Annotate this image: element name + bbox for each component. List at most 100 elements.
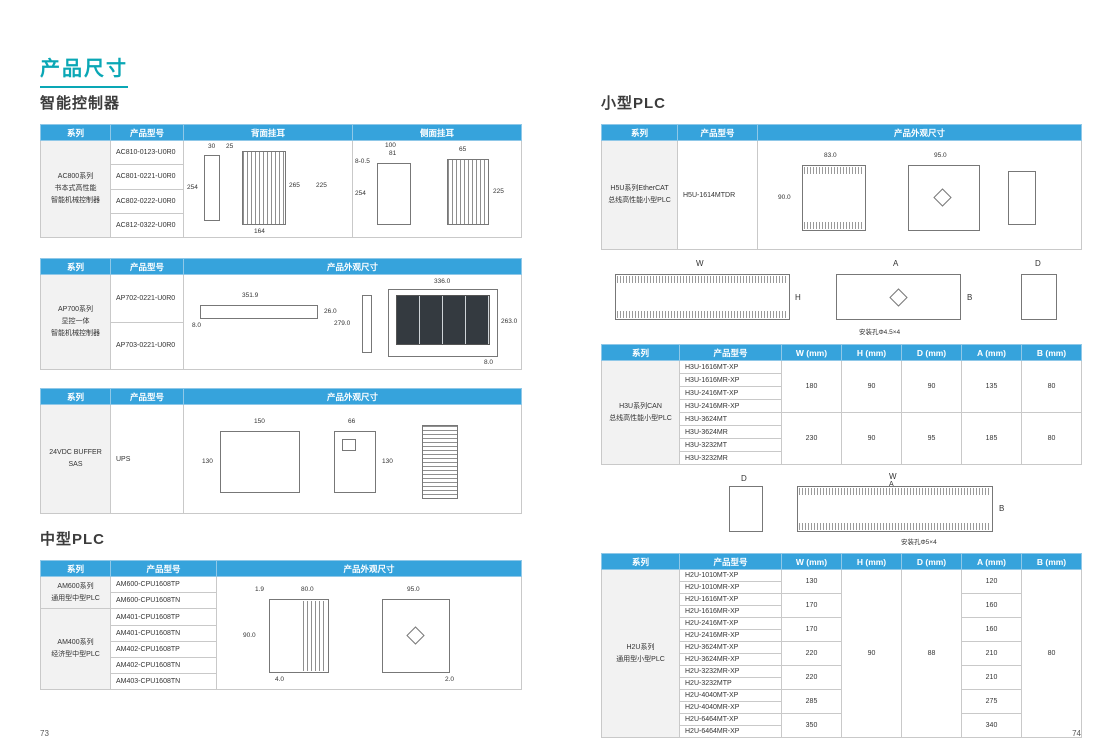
model-cell: H3U-1616MR-XP [679, 373, 782, 387]
header-model: 产品型号 [110, 560, 217, 577]
dim-value-cell: 170 [781, 617, 842, 642]
dimension-label: 65 [459, 146, 467, 153]
dim-value-cell: 90 [901, 360, 962, 413]
dimension-label: 254 [355, 190, 366, 197]
plc-end-outline [1021, 274, 1057, 320]
dimension-label: A [893, 259, 899, 268]
model-cell: H3U-3624MT [679, 412, 782, 426]
dimension-label: A [889, 481, 894, 488]
dim-value-cell: 160 [961, 617, 1022, 642]
model-cell: H2U-6464MR-XP [679, 725, 782, 738]
dimension-label: 26.0 [324, 308, 337, 315]
header-series: 系列 [40, 258, 111, 275]
dimension-label: 225 [493, 188, 504, 195]
header-series: 系列 [40, 560, 111, 577]
page-title: 产品尺寸 [40, 52, 128, 88]
model-cell: AM401-CPU1608TP [110, 608, 217, 626]
terminal-strip [804, 167, 864, 174]
model-cell: AC810-0123-U0R0 [110, 139, 184, 166]
am-drawing: 1.9 80.0 90.0 4.0 95.0 2.0 [217, 577, 521, 689]
header-appearance: 产品外观尺寸 [757, 124, 1082, 141]
dimension-label: D [741, 474, 747, 483]
dim-value-cell: 230 [781, 412, 842, 465]
header-b: B (mm) [1021, 344, 1082, 361]
series-cell: AM600系列 通用型中型PLC [40, 576, 111, 609]
dim-value-cell: 80 [1021, 412, 1082, 465]
dim-value-cell: 220 [781, 665, 842, 690]
header-a: A (mm) [961, 553, 1022, 570]
model-cell: H2U-3232MR-XP [679, 665, 782, 678]
terminal-strip [799, 523, 991, 530]
mounting-hole-note: 安装孔Φ5×4 [901, 539, 937, 546]
header-series: 系列 [601, 344, 680, 361]
header-a: A (mm) [961, 344, 1022, 361]
model-cell: H2U-4040MT-XP [679, 689, 782, 702]
ups-table: 系列 产品型号 产品外观尺寸 24VDC BUFFER SAS UPS 150 … [40, 388, 522, 514]
plc-front-outline [802, 165, 866, 231]
dimension-label: H [795, 293, 801, 302]
left-page-column: 智能控制器 系列 产品型号 背面挂耳 侧面挂耳 AC800系列 书本式高性能 智… [40, 92, 522, 690]
dim-value-cell: 220 [781, 641, 842, 666]
dim-value-cell: 90 [841, 360, 902, 413]
dimension-label: 66 [348, 418, 356, 425]
header-appearance: 产品外观尺寸 [183, 258, 522, 275]
header-d: D (mm) [901, 344, 962, 361]
series-cell: H2U系列 通用型小型PLC [601, 569, 680, 738]
dimension-label: 95.0 [934, 152, 947, 159]
model-cell: H2U-3232MTP [679, 677, 782, 690]
ups-vented-outline [422, 425, 458, 499]
h5u-drawing: 83.0 90.0 95.0 [758, 141, 1081, 249]
medium-plc-table: 系列 产品型号 产品外观尺寸 AM600系列 通用型中型PLC AM600-CP… [40, 560, 522, 690]
header-h: H (mm) [841, 344, 902, 361]
model-cell: H3U-3624MR [679, 425, 782, 439]
ap700-drawing: 351.9 26.0 8.0 279.0 336.0 263.0 8.0 [184, 275, 521, 369]
model-cell: AM402-CPU1608TP [110, 641, 217, 658]
header-model: 产品型号 [677, 124, 758, 141]
header-b: B (mm) [1021, 553, 1082, 570]
ups-connector [342, 439, 356, 451]
model-cell: AM401-CPU1608TN [110, 625, 217, 642]
dimension-label: 225 [316, 182, 327, 189]
header-appearance: 产品外观尺寸 [183, 388, 522, 405]
dimension-label: 81 [389, 150, 397, 157]
dimension-label: 25 [226, 143, 234, 150]
dimension-label: 164 [254, 228, 265, 235]
model-cell: AM600-CPU1608TN [110, 592, 217, 609]
model-cell: H2U-3624MR-XP [679, 653, 782, 666]
mount-bracket-outline [377, 163, 411, 225]
section-heading-small-plc: 小型PLC [601, 95, 667, 112]
h3u-table: 系列 产品型号 W (mm) H (mm) D (mm) A (mm) B (m… [601, 344, 1082, 465]
header-h: H (mm) [841, 553, 902, 570]
dim-value-cell: 130 [781, 569, 842, 594]
plc-mount-outline [836, 274, 961, 320]
header-appearance: 产品外观尺寸 [216, 560, 522, 577]
terminal-strip [804, 222, 864, 229]
model-cell: H2U-2416MT-XP [679, 617, 782, 630]
series-cell: AP700系列 显控一体 智能机械控制器 [40, 274, 111, 370]
dim-value-cell: 170 [781, 593, 842, 618]
dim-value-cell: 120 [961, 569, 1022, 594]
dim-value-cell: 95 [901, 412, 962, 465]
dimension-label: 130 [202, 458, 213, 465]
ups-front-outline [220, 431, 300, 493]
dim-value-cell: 350 [781, 713, 842, 738]
model-cell: AP703-0221-U0R0 [110, 321, 184, 370]
dim-value-cell: 80 [1021, 360, 1082, 413]
series-cell: AC800系列 书本式高性能 智能机械控制器 [40, 140, 111, 238]
dim-value-cell: 285 [781, 689, 842, 714]
dimension-label: 83.0 [824, 152, 837, 159]
model-cell: UPS [110, 404, 184, 514]
dimension-label: 8.0 [484, 359, 494, 366]
dimension-label: 263.0 [501, 318, 518, 325]
dimension-label: 8-0.5 [355, 158, 370, 165]
ups-drawing: 150 130 66 130 [184, 405, 521, 513]
model-cell: H2U-1616MR-XP [679, 605, 782, 618]
mounting-hole-note: 安装孔Φ4.5×4 [859, 329, 901, 336]
dimension-label: 254 [187, 184, 198, 191]
series-cell: 24VDC BUFFER SAS [40, 404, 111, 514]
dim-value-cell: 340 [961, 713, 1022, 738]
terminal-strip [799, 488, 991, 495]
dimension-label: 265 [289, 182, 300, 189]
terminal-strip [617, 276, 788, 283]
plc-end-outline [729, 486, 763, 532]
